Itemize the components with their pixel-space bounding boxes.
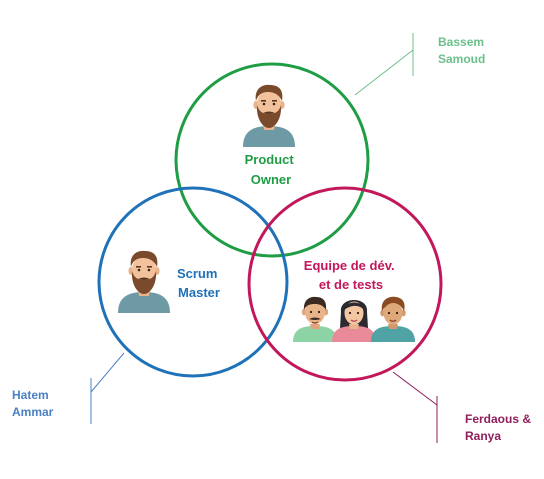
scrum-master-label-line2: Master	[178, 285, 220, 300]
scrum-master-person-line1: Hatem	[12, 388, 49, 402]
product-owner-person-label: Bassem Samoud	[438, 35, 487, 66]
product-owner-label-line1: Product	[245, 152, 295, 167]
dev-team-person-line2: Ranya	[465, 429, 501, 443]
scrum-master-person-label: Hatem Ammar	[12, 388, 54, 419]
product-owner-label: Product Owner	[245, 152, 298, 187]
dev-team-person-label: Ferdaous & Ranya	[465, 412, 534, 443]
dev-team-person-line1: Ferdaous &	[465, 412, 531, 426]
scrum-master-person-line2: Ammar	[12, 405, 54, 419]
mustache-man-avatar-icon	[292, 296, 338, 343]
product-owner-avatar-icon	[243, 84, 295, 147]
scrum-master-label: Scrum Master	[177, 266, 221, 300]
scrum-master-avatar-icon	[118, 250, 170, 313]
young-man-avatar-icon	[370, 296, 416, 343]
scrum-master-connector	[90, 352, 125, 424]
scrum-master-label-line1: Scrum	[177, 266, 217, 281]
dev-team-label-line1: Equipe de dév.	[304, 258, 395, 273]
product-owner-person-line1: Bassem	[438, 35, 484, 49]
dev-team-circle	[247, 186, 443, 382]
dev-team-connector	[392, 371, 438, 443]
dev-team-label: Equipe de dév. et de tests	[304, 258, 398, 292]
product-owner-label-line2: Owner	[251, 172, 291, 187]
dev-team-label-line2: et de tests	[319, 277, 383, 292]
product-owner-circle	[174, 62, 370, 258]
woman-avatar-icon	[331, 299, 377, 343]
product-owner-connector	[354, 33, 414, 96]
product-owner-person-line2: Samoud	[438, 52, 485, 66]
scrum-master-circle	[97, 186, 289, 378]
